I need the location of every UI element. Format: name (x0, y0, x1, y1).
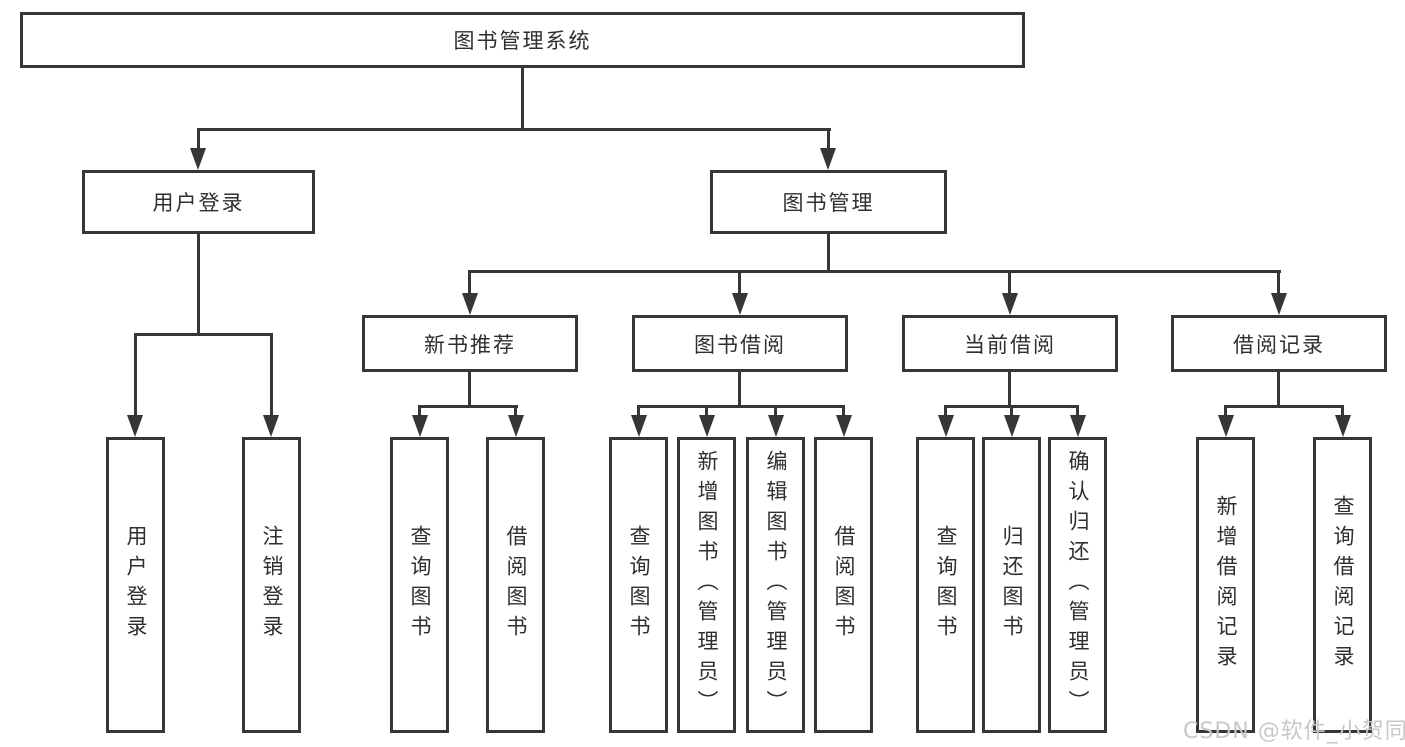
leaf-add-book-admin: 新增图书（管理员） (677, 437, 736, 733)
connector-vline (827, 131, 830, 150)
leaf-add-borrow-record: 新增借阅记录 (1196, 437, 1255, 733)
connector-vline (514, 408, 517, 418)
node-label: 借阅记录 (1233, 332, 1325, 357)
connector-hline (944, 405, 1079, 408)
node-label: 借阅图书 (504, 525, 528, 645)
arrow-down-icon (1335, 415, 1351, 437)
node-book-borrow: 图书借阅 (632, 315, 848, 372)
leaf-user-login: 用户登录 (106, 437, 165, 733)
arrow-down-icon (836, 415, 852, 437)
node-label: 图书管理系统 (453, 29, 592, 53)
connector-vline (738, 372, 741, 405)
arrow-down-icon (732, 293, 748, 315)
node-user-login: 用户登录 (82, 170, 315, 234)
arrow-down-icon (1004, 415, 1020, 437)
connector-vline (1224, 408, 1227, 418)
arrow-down-icon (1070, 415, 1086, 437)
connector-vline (468, 273, 471, 293)
node-label: 新增借阅记录 (1214, 495, 1238, 675)
node-label: 当前借阅 (964, 332, 1056, 357)
node-label: 注销登录 (260, 525, 284, 645)
connector-vline (738, 273, 741, 293)
leaf-query-books-current: 查询图书 (916, 437, 975, 733)
node-label: 用户登录 (152, 191, 245, 215)
arrow-down-icon (631, 415, 647, 437)
arrow-down-icon (820, 148, 836, 170)
arrow-down-icon (508, 415, 524, 437)
connector-vline (197, 234, 200, 336)
leaf-edit-book-admin: 编辑图书（管理员） (746, 437, 805, 733)
connector-vline (827, 234, 830, 273)
connector-vline (468, 372, 471, 405)
leaf-return-books: 归还图书 (982, 437, 1041, 733)
node-label: 编辑图书（管理员） (764, 450, 788, 720)
connector-hline (468, 270, 1281, 273)
node-new-book-recommend: 新书推荐 (362, 315, 578, 372)
connector-vline (270, 336, 273, 417)
connector-hline (1224, 405, 1344, 408)
node-label: 查询图书 (408, 525, 432, 645)
node-label: 用户登录 (124, 525, 148, 645)
connector-vline (1010, 408, 1013, 418)
connector-vline (705, 408, 708, 418)
connector-hline (637, 405, 845, 408)
connector-vline (418, 408, 421, 418)
connector-vline (1277, 372, 1280, 405)
node-book-management: 图书管理 (710, 170, 947, 234)
connector-vline (944, 408, 947, 418)
connector-vline (1008, 372, 1011, 405)
arrow-down-icon (1002, 293, 1018, 315)
arrow-down-icon (1218, 415, 1234, 437)
arrow-down-icon (190, 148, 206, 170)
connector-hline (418, 405, 518, 408)
leaf-query-books-borrow: 查询图书 (609, 437, 668, 733)
connector-vline (1076, 408, 1079, 418)
csdn-watermark: CSDN @软件_小贺同学 (1183, 719, 1405, 744)
node-label: 查询图书 (934, 525, 958, 645)
connector-vline (842, 408, 845, 418)
node-label: 查询图书 (627, 525, 651, 645)
arrow-down-icon (412, 415, 428, 437)
arrow-down-icon (768, 415, 784, 437)
connector-hline (197, 128, 831, 131)
node-label: 新书推荐 (424, 332, 516, 357)
connector-vline (637, 408, 640, 418)
node-label: 确认归还（管理员） (1066, 450, 1090, 720)
connector-vline (197, 131, 200, 150)
leaf-logout: 注销登录 (242, 437, 301, 733)
node-current-borrow: 当前借阅 (902, 315, 1118, 372)
arrow-down-icon (127, 415, 143, 437)
node-label: 借阅图书 (832, 525, 856, 645)
leaf-confirm-return-admin: 确认归还（管理员） (1048, 437, 1107, 733)
node-root: 图书管理系统 (20, 12, 1025, 68)
arrow-down-icon (1271, 293, 1287, 315)
node-label: 图书管理 (782, 191, 875, 215)
leaf-query-borrow-record: 查询借阅记录 (1313, 437, 1372, 733)
arrow-down-icon (938, 415, 954, 437)
connector-vline (1008, 273, 1011, 293)
node-label: 图书借阅 (694, 332, 786, 357)
connector-hline (134, 333, 273, 336)
arrow-down-icon (699, 415, 715, 437)
arrow-down-icon (263, 415, 279, 437)
leaf-borrow-books-recommend: 借阅图书 (486, 437, 545, 733)
connector-vline (774, 408, 777, 418)
connector-vline (521, 68, 524, 131)
node-label: 查询借阅记录 (1331, 495, 1355, 675)
node-label: 归还图书 (1000, 525, 1024, 645)
connector-vline (1341, 408, 1344, 418)
arrow-down-icon (462, 293, 478, 315)
leaf-query-books-recommend: 查询图书 (390, 437, 449, 733)
connector-vline (1277, 273, 1280, 293)
connector-vline (134, 336, 137, 417)
leaf-borrow-books: 借阅图书 (814, 437, 873, 733)
node-borrow-records: 借阅记录 (1171, 315, 1387, 372)
node-label: 新增图书（管理员） (695, 450, 719, 720)
